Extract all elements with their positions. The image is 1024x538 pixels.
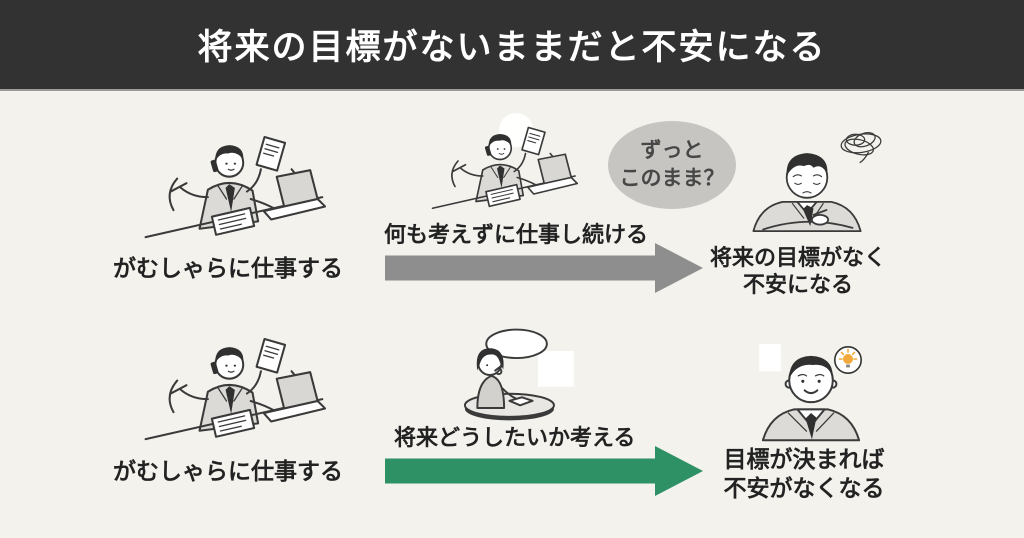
- gray-arrow: [385, 243, 703, 293]
- page-title: 将来の目標がないままだと不安になる: [197, 28, 827, 67]
- green-arrow: [385, 446, 703, 496]
- busy-worker-illustration: [140, 130, 326, 242]
- speech-bubble-line1: ずっと: [640, 138, 704, 162]
- busy-worker-illustration: [428, 122, 578, 212]
- result-bottom-line2: 不安がなくなる: [723, 474, 885, 501]
- result-top-line1: 将来の目標がなく: [709, 245, 886, 270]
- header: 将来の目標がないままだと不安になる: [0, 0, 1024, 89]
- start-caption-top: がむしゃらに仕事する: [113, 255, 343, 281]
- arrow-label-top: 何も考えずに仕事し続ける: [384, 222, 649, 247]
- lightbulb-icon: [834, 346, 862, 374]
- speech-bubble: ずっと このまま？: [608, 121, 736, 209]
- header-divider: [0, 89, 1024, 91]
- scribble-icon: [833, 127, 889, 167]
- thinking-person-illustration: [448, 326, 578, 424]
- speech-bubble-line2: このまま？: [619, 167, 725, 190]
- result-bottom-line1: 目標が決まれば: [723, 446, 885, 472]
- result-top-line2: 不安になる: [742, 271, 853, 297]
- busy-worker-illustration: [140, 332, 326, 444]
- start-caption-bottom: がむしゃらに仕事する: [113, 458, 343, 484]
- result-caption-top: 将来の目標がなく 不安になる: [698, 245, 898, 299]
- arrow-label-bottom: 将来どうしたいか考える: [394, 425, 636, 450]
- result-caption-bottom: 目標が決まれば 不安がなくなる: [706, 445, 902, 503]
